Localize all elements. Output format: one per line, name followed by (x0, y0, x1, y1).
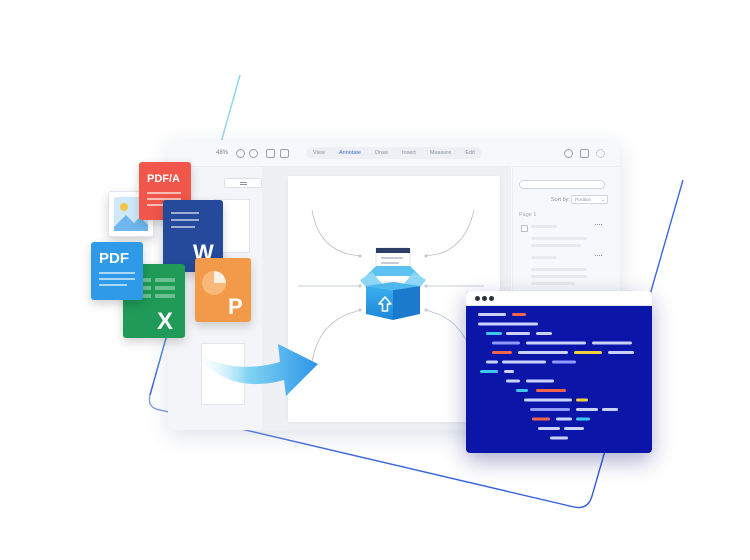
sort-value: Position (575, 197, 592, 202)
toolbar-tabs: View Annotate Draw Insert Measure Edit (306, 147, 482, 159)
code-token (556, 417, 572, 421)
tab-view[interactable]: View (313, 150, 325, 156)
zoom-out-icon[interactable] (236, 149, 245, 158)
code-token (506, 379, 520, 383)
code-token (576, 408, 598, 411)
code-token (478, 322, 538, 326)
code-lines (478, 313, 634, 440)
more-options-icon[interactable] (595, 224, 602, 227)
code-token (516, 389, 528, 392)
comment-icon[interactable] (580, 149, 589, 158)
code-token (608, 351, 634, 354)
upload-arrow-icon (378, 296, 392, 312)
tab-edit[interactable]: Edit (465, 150, 475, 156)
code-token (518, 351, 568, 354)
code-token (576, 417, 590, 421)
code-token (492, 341, 520, 345)
transfer-arrow (192, 344, 318, 396)
annotation-text-line (531, 268, 587, 271)
code-token (536, 389, 566, 392)
code-token (512, 313, 526, 316)
code-token (526, 341, 586, 345)
pan-icon[interactable] (266, 149, 275, 158)
excel-label: X (157, 308, 174, 335)
annotation-text-line (531, 244, 581, 247)
code-token (480, 370, 498, 373)
code-token (486, 360, 498, 364)
code-token (576, 398, 588, 402)
upload-box-illustration (360, 247, 426, 320)
code-window-titlebar (466, 291, 652, 306)
tab-insert[interactable]: Insert (402, 150, 416, 156)
panel-search-input[interactable] (519, 180, 605, 189)
zoom-level[interactable]: 48% (216, 150, 229, 156)
code-token (550, 436, 568, 440)
toolbar: 48% View Annotate Draw Insert Measure Ed… (168, 140, 620, 167)
code-token (564, 427, 584, 430)
sort-label: Sort by: (551, 197, 570, 203)
annotation-text-line (531, 237, 587, 240)
tab-draw[interactable]: Draw (375, 150, 388, 156)
code-token (536, 332, 552, 335)
code-token (530, 408, 570, 411)
code-token (524, 398, 572, 402)
code-token (538, 427, 560, 430)
powerpoint-file: P (195, 258, 251, 322)
pdf-file: PDF (91, 242, 143, 300)
pdfa-label: PDF/A (147, 173, 180, 185)
code-token (502, 360, 546, 364)
settings-icon[interactable] (596, 149, 605, 158)
excel-file: X (123, 264, 185, 338)
annotation-title (531, 225, 557, 228)
code-token (592, 341, 632, 345)
window-dot[interactable] (475, 296, 480, 301)
window-dot[interactable] (489, 296, 494, 301)
powerpoint-label: P (228, 294, 243, 319)
window-dot[interactable] (482, 296, 487, 301)
code-token (552, 360, 576, 364)
pie-icon (202, 271, 226, 295)
tab-measure[interactable]: Measure (429, 150, 452, 156)
code-token (478, 313, 506, 316)
search-icon[interactable] (564, 149, 573, 158)
tab-annotate[interactable]: Annotate (338, 150, 361, 156)
code-token (486, 332, 502, 335)
more-options-icon[interactable] (595, 255, 602, 258)
code-token (532, 417, 550, 421)
annotation-title (531, 256, 557, 259)
code-token (506, 332, 530, 335)
zoom-in-icon[interactable] (249, 149, 258, 158)
annotation-text-line (531, 275, 587, 278)
code-editor-window (466, 291, 652, 453)
annotation-text-line (531, 282, 575, 285)
select-icon[interactable] (280, 149, 289, 158)
thumbnail-toggle[interactable] (224, 178, 262, 188)
sort-select[interactable]: Position ⌄ (571, 195, 608, 204)
code-token (526, 379, 554, 383)
page-label: Page 1 (519, 212, 537, 218)
code-token (574, 351, 602, 354)
code-token (492, 351, 512, 354)
annotation-checkbox[interactable] (521, 225, 528, 232)
code-token (504, 370, 514, 373)
chevron-down-icon: ⌄ (600, 196, 605, 203)
pdf-label: PDF (99, 250, 129, 267)
code-token (602, 408, 618, 411)
